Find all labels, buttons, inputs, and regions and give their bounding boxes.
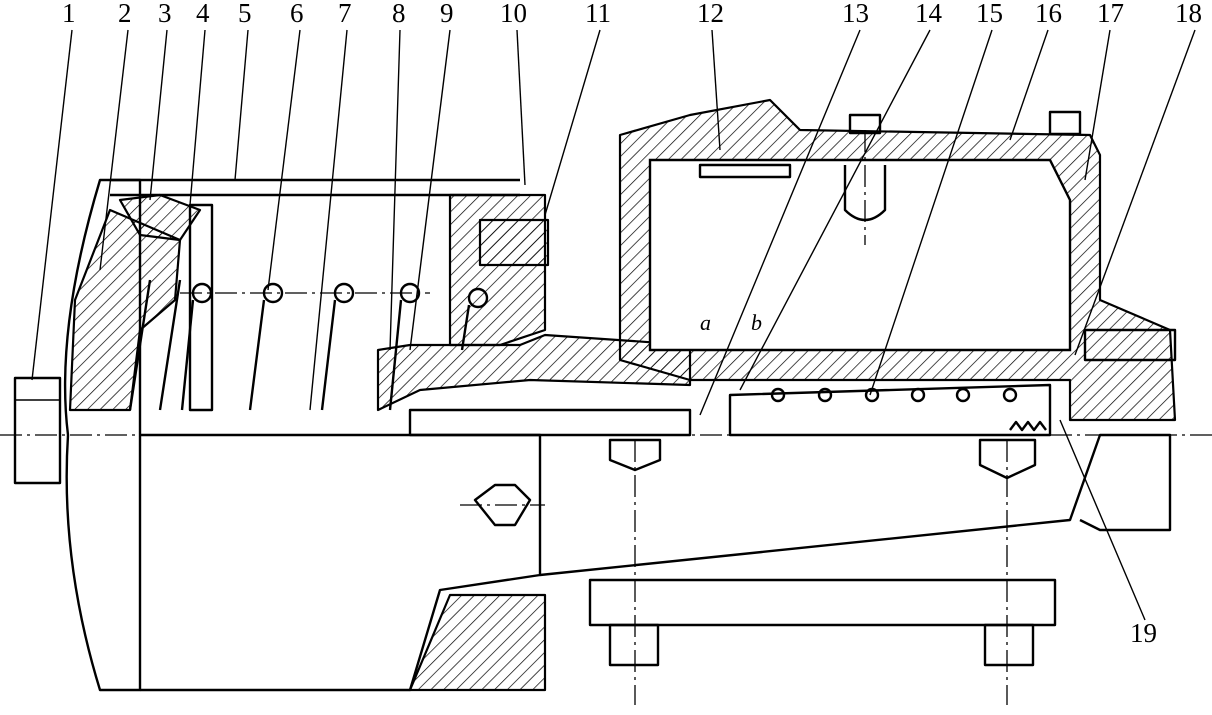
- part-labels: 1 2 3 4 5 6 7 8 9 10 11 12 13 14 15 16 1…: [62, 0, 1202, 648]
- part-label-18: 18: [1175, 0, 1202, 28]
- part-label-9: 9: [440, 0, 454, 28]
- part-label-6: 6: [290, 0, 304, 28]
- lower-body-outline: [140, 433, 1172, 705]
- part-label-5: 5: [238, 0, 252, 28]
- spring-chamber: [110, 178, 520, 412]
- piston-and-rod: [376, 193, 692, 437]
- part-label-1: 1: [62, 0, 76, 28]
- part-label-3: 3: [158, 0, 172, 28]
- part-label-2: 2: [118, 0, 132, 28]
- return-spring: [728, 383, 1052, 437]
- part-label-14: 14: [915, 0, 943, 28]
- port-label-a: a: [700, 310, 711, 335]
- part-label-19: 19: [1130, 618, 1157, 648]
- main-housing: [618, 98, 1177, 422]
- part-label-12: 12: [697, 0, 724, 28]
- leader-lines: [31, 29, 1196, 621]
- part-label-13: 13: [842, 0, 869, 28]
- part-label-16: 16: [1035, 0, 1062, 28]
- part-label-7: 7: [338, 0, 352, 28]
- port-label-b: b: [751, 310, 762, 335]
- end-cover: [13, 178, 182, 692]
- part-label-4: 4: [196, 0, 210, 28]
- part-label-15: 15: [976, 0, 1003, 28]
- port-labels: a b: [700, 310, 762, 335]
- part-label-10: 10: [500, 0, 527, 28]
- part-label-8: 8: [392, 0, 406, 28]
- part-label-11: 11: [585, 0, 611, 28]
- part-label-17: 17: [1097, 0, 1124, 28]
